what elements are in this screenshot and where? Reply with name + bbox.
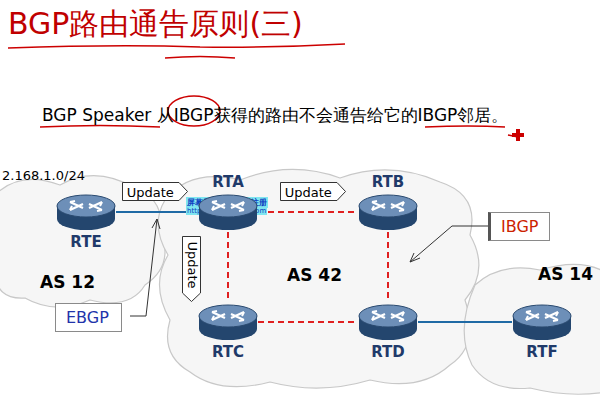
node-text: Update bbox=[127, 184, 174, 199]
leader-line bbox=[130, 219, 488, 316]
router-name: RTD bbox=[371, 343, 405, 361]
router: RTE bbox=[56, 192, 116, 232]
as-cloud bbox=[0, 169, 600, 394]
update-callout: Update bbox=[182, 236, 201, 302]
router: RTD bbox=[358, 302, 418, 342]
area-label: AS 12 bbox=[40, 272, 95, 292]
ibgp-link bbox=[227, 232, 229, 302]
router-name: RTA bbox=[212, 173, 244, 191]
slide-title: BGP路由通告原则(三) bbox=[8, 4, 303, 45]
router-name: RTF bbox=[526, 343, 557, 361]
router-icon bbox=[358, 192, 418, 232]
hand-annotation bbox=[8, 44, 518, 137]
ibgp-link bbox=[258, 321, 358, 323]
router: RTA bbox=[198, 192, 258, 232]
area-label: AS 42 bbox=[287, 265, 342, 285]
update-callout: Update bbox=[280, 182, 346, 201]
area-label: 2.168.1.0/24 bbox=[2, 168, 85, 183]
router-name: RTB bbox=[372, 173, 405, 191]
subtitle: BGP Speaker 从IBGP获得的路由不会通告给它的IBGP邻居。 bbox=[42, 104, 508, 127]
router: RTC bbox=[198, 302, 258, 342]
plus-mark bbox=[512, 129, 524, 141]
router-icon bbox=[198, 302, 258, 342]
label-box: IBGP bbox=[488, 212, 550, 241]
ibgp-link bbox=[387, 232, 389, 302]
ebgp-link bbox=[418, 321, 512, 323]
router: RTF bbox=[512, 302, 572, 342]
node-text: EBGP bbox=[66, 308, 109, 327]
label-box: EBGP bbox=[55, 303, 122, 332]
router-icon bbox=[358, 302, 418, 342]
area-label: AS 14 bbox=[538, 264, 593, 284]
node-text: Update bbox=[285, 184, 332, 199]
router-icon bbox=[56, 192, 116, 232]
node-text: Update bbox=[184, 241, 199, 288]
router-icon bbox=[512, 302, 572, 342]
router-name: RTE bbox=[70, 233, 101, 251]
router-icon bbox=[198, 192, 258, 232]
node-text: IBGP bbox=[501, 217, 538, 236]
update-callout: Update bbox=[122, 182, 188, 201]
ibgp-link bbox=[258, 211, 358, 213]
router-name: RTC bbox=[212, 343, 244, 361]
router: RTB bbox=[358, 192, 418, 232]
